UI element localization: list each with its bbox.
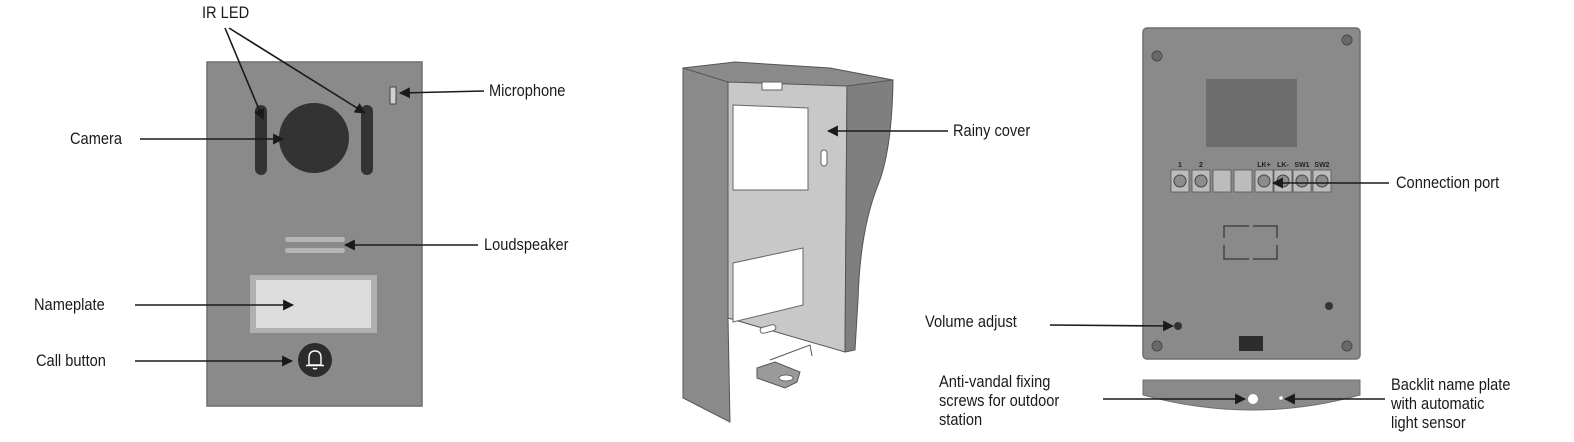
cover-bottom-edge: [769, 344, 813, 361]
label-backlit-name-plate: Backlit name plate with automatic light …: [1391, 375, 1510, 432]
label-nameplate: Nameplate: [34, 295, 105, 314]
label-anti-vandal-line-3: station: [939, 410, 983, 429]
cover-window-bottom: [732, 247, 804, 323]
port-label-lk-plus: LK+: [1257, 162, 1270, 169]
loudspeaker-slot-top: [285, 237, 345, 242]
ir-led-left: [255, 105, 267, 175]
ir-led-arrow-left: [224, 27, 265, 121]
cover-bottom-tab: [756, 361, 801, 389]
label-loudspeaker: Loudspeaker: [484, 235, 569, 254]
outdoor-station-back: 1 2 LK+ LK- SW1 SW2: [1049, 27, 1389, 411]
ir-led-right: [361, 105, 373, 175]
cover-tab-hole: [778, 374, 794, 382]
cover-slot-lower: [759, 324, 777, 334]
port-labels: 1 2 LK+ LK- SW1 SW2: [1178, 162, 1330, 169]
loudspeaker-slot-bottom: [285, 248, 345, 253]
light-sensor: [1279, 396, 1283, 400]
nameplate: [256, 280, 371, 328]
sensor-hole: [1325, 302, 1333, 310]
back-connector: [1239, 336, 1263, 351]
port-label-lk-minus: LK-: [1277, 162, 1289, 169]
corner-screws: [1151, 34, 1353, 352]
label-volume-adjust: Volume adjust: [925, 312, 1017, 331]
alignment-marks: [1223, 225, 1278, 260]
label-anti-vandal: Anti-vandal fixing screws for outdoor st…: [939, 372, 1059, 429]
outdoor-station-front: [135, 27, 485, 407]
label-anti-vandal-line-2: screws for outdoor: [939, 391, 1060, 410]
port-label-1: 1: [1178, 162, 1182, 169]
cover-right-wall: [844, 79, 894, 353]
label-call-button: Call button: [36, 351, 106, 370]
anti-vandal-screw: [1248, 394, 1258, 404]
port-label-sw2: SW2: [1314, 162, 1329, 169]
bell-icon: [306, 350, 324, 370]
rainy-cover-drawing: [682, 61, 948, 423]
back-panel: [1142, 27, 1361, 360]
call-button: [298, 343, 332, 377]
volume-adjust-arrow: [1049, 320, 1175, 332]
label-anti-vandal-line-1: Anti-vandal fixing: [939, 372, 1051, 391]
volume-adjust-knob: [1174, 322, 1182, 330]
cover-slot: [820, 149, 828, 167]
cover-window-top: [732, 104, 809, 191]
label-rainy-cover: Rainy cover: [953, 121, 1031, 140]
ir-led-arrow-right: [228, 27, 366, 114]
cover-left-wall: [682, 67, 731, 423]
microphone-arrow: [398, 87, 485, 99]
label-microphone: Microphone: [489, 81, 566, 100]
connection-terminal-block: [1170, 169, 1332, 193]
label-ir-led: IR LED: [202, 3, 250, 22]
label-backlit-line-2: with automatic: [1391, 394, 1485, 413]
label-camera: Camera: [70, 129, 123, 148]
camera-lens: [279, 103, 349, 173]
label-connection-port: Connection port: [1396, 173, 1500, 192]
port-label-2: 2: [1199, 162, 1203, 169]
port-label-sw1: SW1: [1294, 162, 1309, 169]
cover-top-notch: [761, 81, 783, 91]
label-backlit-line-1: Backlit name plate: [1391, 375, 1511, 394]
microphone-hole: [389, 86, 397, 105]
label-backlit-line-3: light sensor: [1391, 413, 1466, 432]
back-module: [1206, 79, 1297, 147]
